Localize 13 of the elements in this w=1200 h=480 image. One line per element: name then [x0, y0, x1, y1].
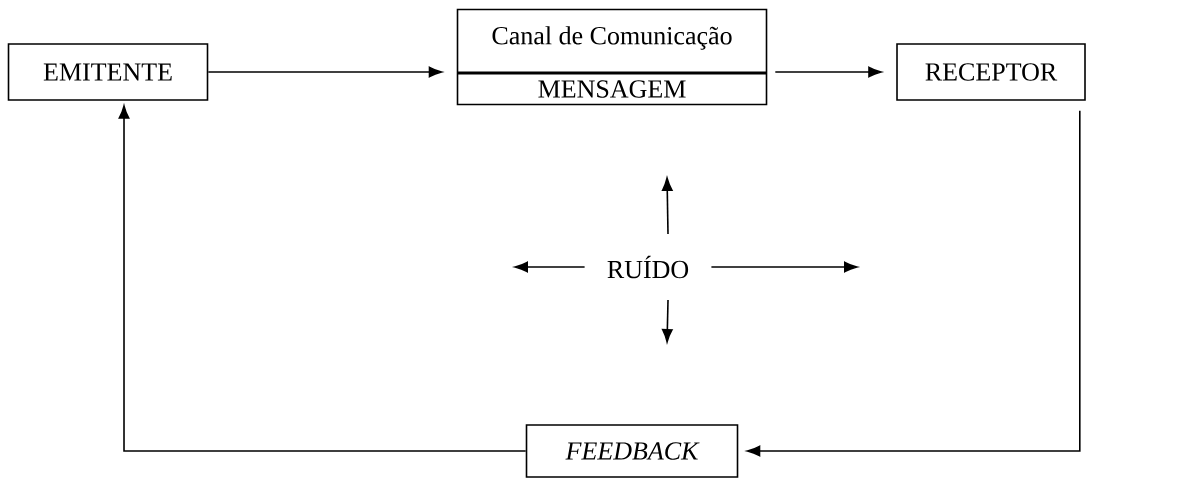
channel-box: Canal de Comunicação MENSAGEM	[456, 8, 768, 106]
arrow	[661, 177, 673, 235]
arrow	[661, 299, 673, 343]
arrow	[514, 261, 586, 273]
noise-label: RUÍDO	[607, 255, 689, 279]
arrow	[774, 66, 882, 78]
arrow	[207, 66, 443, 78]
arrow	[746, 110, 1081, 457]
receiver-box: RECEPTOR	[896, 43, 1086, 101]
arrow	[118, 105, 527, 452]
feedback-box: FEEDBACK	[525, 424, 739, 478]
sender-box: EMITENTE	[7, 43, 209, 101]
arrow	[710, 261, 858, 273]
